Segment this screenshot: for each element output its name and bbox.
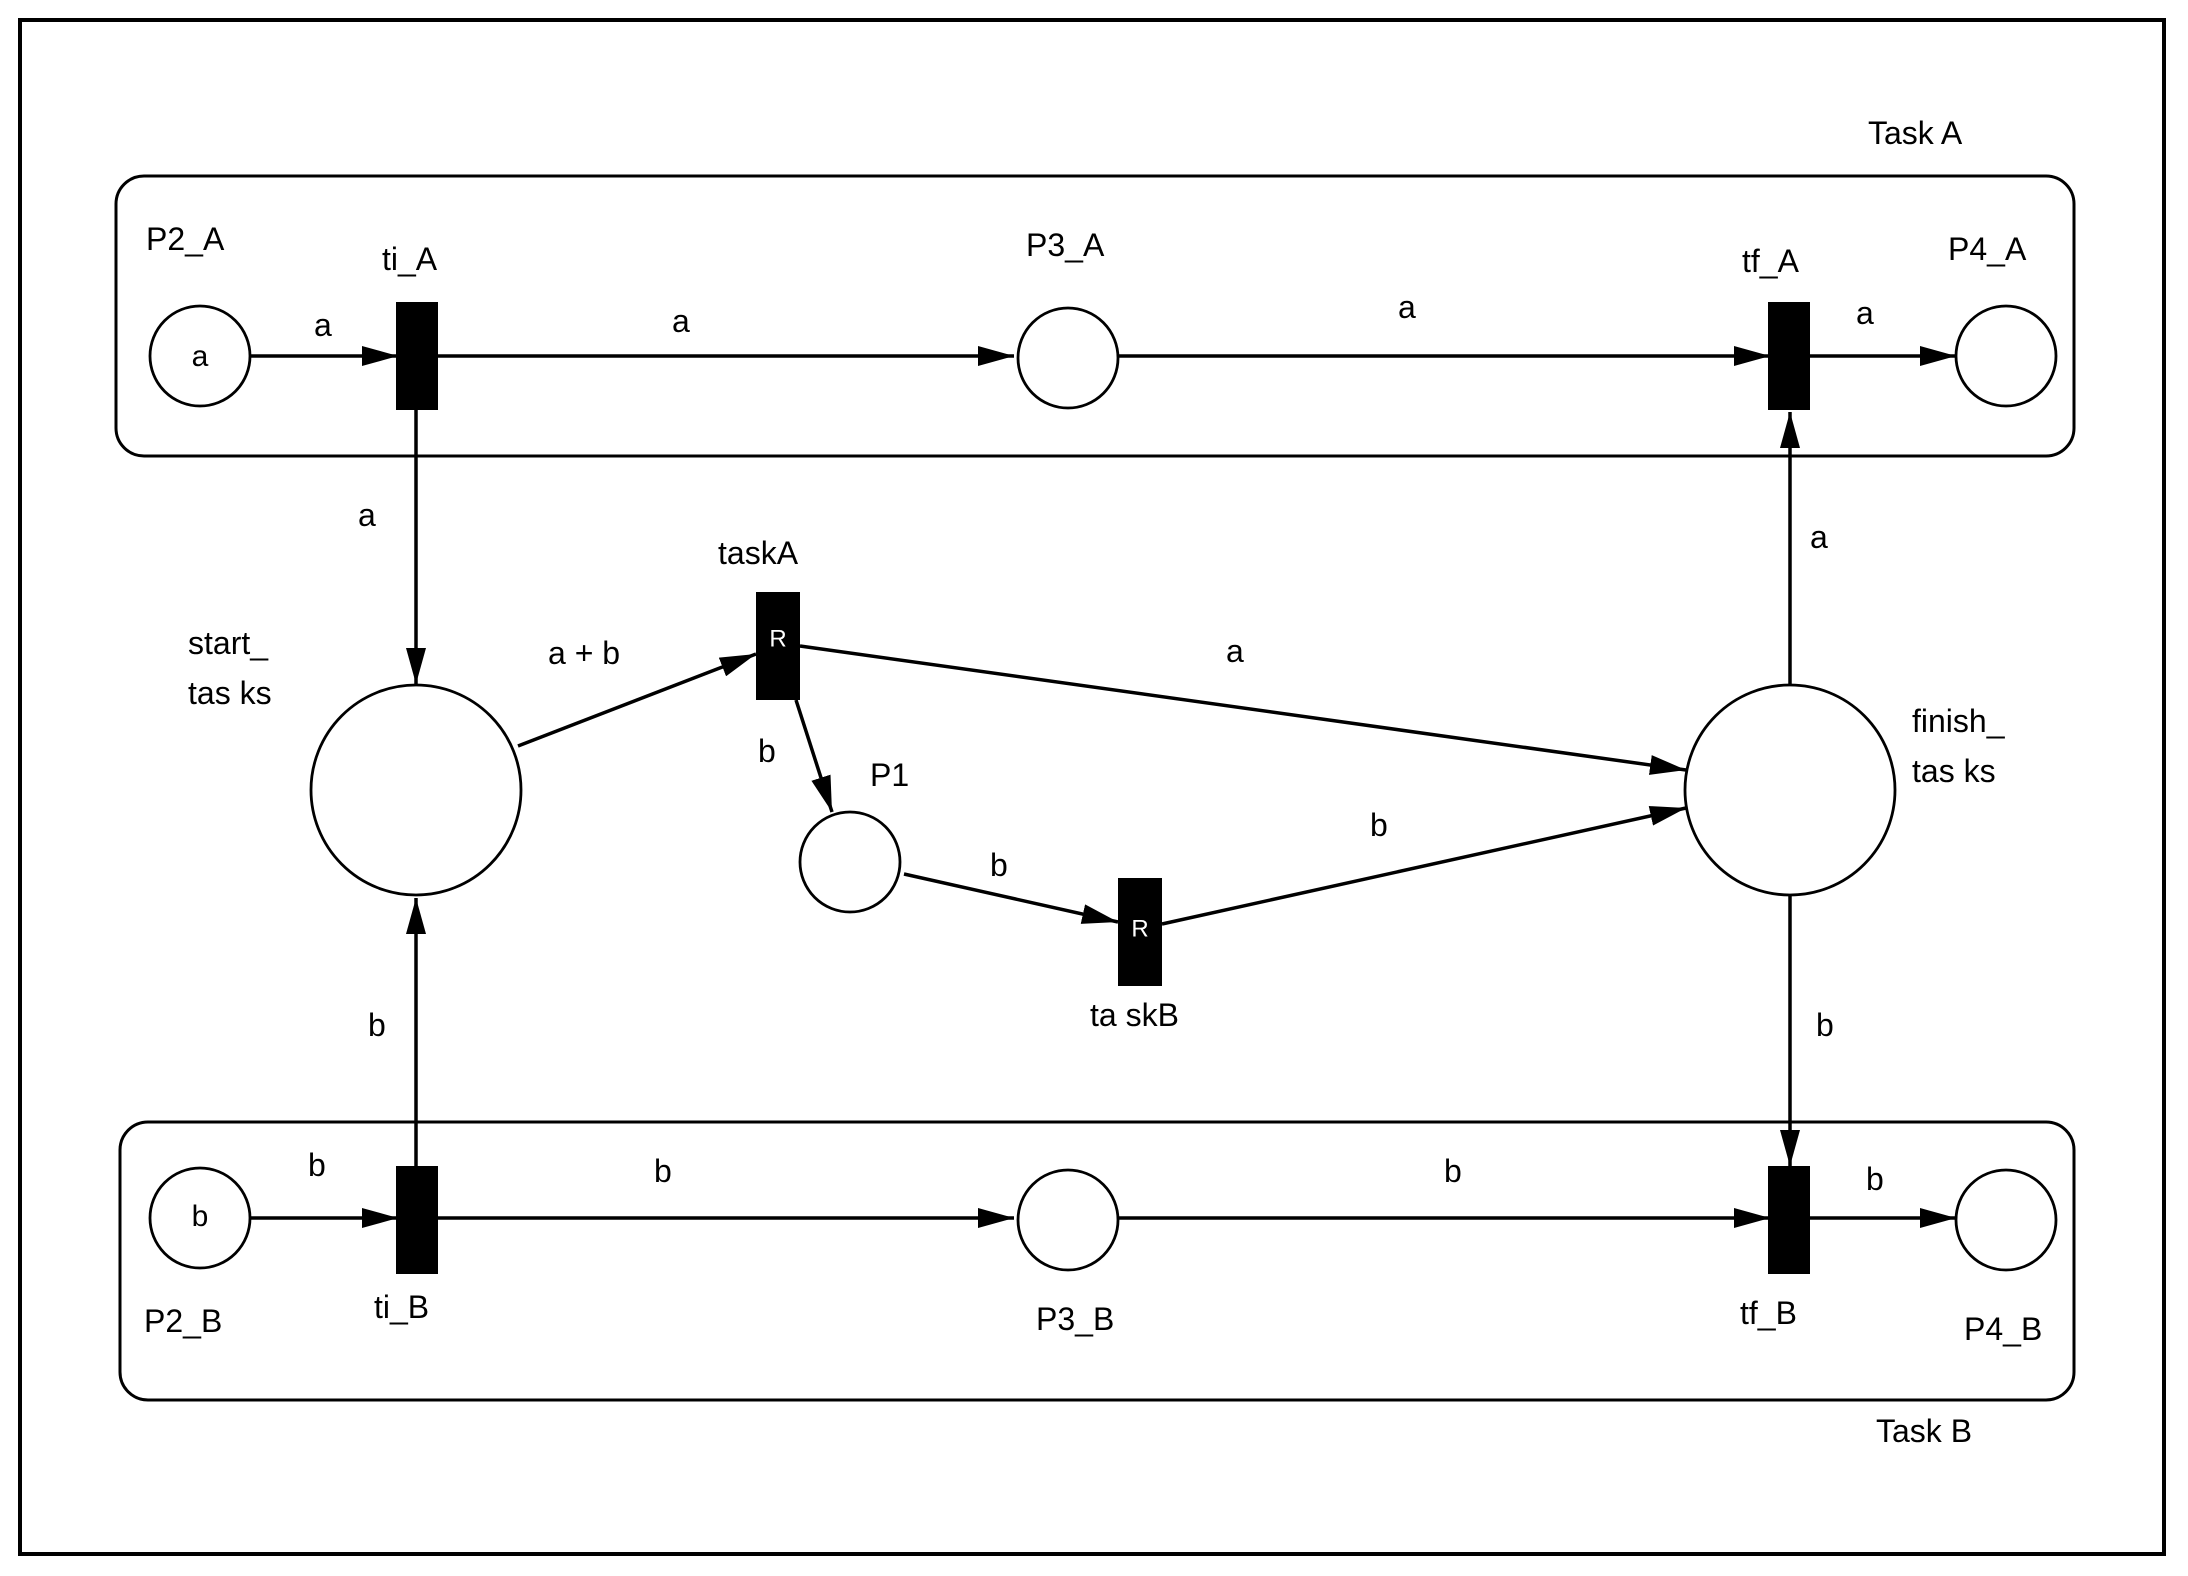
label-tf-b: tf_B <box>1740 1295 1797 1331</box>
inscription-tia-start: a <box>358 497 376 533</box>
place-p4-b <box>1954 1168 2058 1272</box>
place-start-tasks <box>309 683 523 897</box>
place-finish-tasks <box>1683 683 1897 897</box>
inscription-finish-tfa: a <box>1810 519 1828 555</box>
task-a-group-label: Task A <box>1868 115 1963 151</box>
task-b-group-label: Task B <box>1876 1413 1972 1449</box>
inscription-p3a-tfa: a <box>1398 289 1416 325</box>
label-ti-b: ti_B <box>374 1289 429 1325</box>
place-p3-a <box>1016 306 1120 410</box>
outer-frame <box>18 18 2166 1556</box>
inscription-taska-finish: a <box>1226 633 1244 669</box>
token-p2-b: b <box>192 1200 209 1233</box>
inscription-p2b-tib: b <box>308 1147 326 1183</box>
label-p1: P1 <box>870 757 909 793</box>
transition-ti-b <box>396 1166 438 1274</box>
label-p2-a: P2_A <box>146 221 225 257</box>
place-p4-a <box>1954 304 2058 408</box>
arc-start-taska <box>517 652 757 748</box>
label-start-tasks-line2: tas ks <box>188 675 272 711</box>
label-p2-b: P2_B <box>144 1303 222 1339</box>
place-p3-b <box>1016 1168 1120 1272</box>
task-b-group-box <box>118 1120 2076 1402</box>
label-tf-a: tf_A <box>1742 243 1800 279</box>
inscription-tfb-p4b: b <box>1866 1161 1884 1197</box>
inscription-taskb-finish: b <box>1370 807 1388 843</box>
inscription-finish-tfb: b <box>1816 1007 1834 1043</box>
label-start-tasks-line1: start_ <box>188 625 269 661</box>
label-p3-a: P3_A <box>1026 227 1105 263</box>
transition-taskb <box>1118 878 1162 986</box>
transition-taska <box>756 592 800 700</box>
inscription-taska-p1: b <box>758 733 776 769</box>
arc-p1-taskb <box>903 872 1119 924</box>
place-p1 <box>798 810 902 914</box>
arc-taska-p1 <box>794 699 834 813</box>
transition-tf-b <box>1768 1166 1810 1274</box>
place-p2-a <box>148 304 252 408</box>
label-p4-a: P4_A <box>1948 231 2027 267</box>
task-a-group-box <box>114 174 2076 458</box>
label-p4-b: P4_B <box>1964 1311 2042 1347</box>
label-taska: taskA <box>718 535 799 571</box>
label-finish-tasks-line2: tas ks <box>1912 753 1996 789</box>
inscription-tfa-p4a: a <box>1856 295 1874 331</box>
place-p2-b <box>148 1166 252 1270</box>
transition-ti-a <box>396 302 438 410</box>
inscription-tia-p3a: a <box>672 303 690 339</box>
inscription-p1-taskb: b <box>990 847 1008 883</box>
inscription-p2a-tia: a <box>314 307 332 343</box>
transition-tf-a <box>1768 302 1810 410</box>
token-p2-a: a <box>192 340 209 373</box>
arc-taska-finish <box>799 644 1687 775</box>
arc-taskb-finish <box>1161 806 1687 926</box>
inscription-p3b-tfb: b <box>1444 1153 1462 1189</box>
inscription-tib-p3b: b <box>654 1153 672 1189</box>
label-taskb: ta skB <box>1090 997 1179 1033</box>
inscription-tib-start: b <box>368 1007 386 1043</box>
label-ti-a: ti_A <box>382 241 438 277</box>
label-p3-b: P3_B <box>1036 1301 1114 1337</box>
inscription-start-taska: a + b <box>548 635 620 671</box>
label-finish-tasks-line1: finish_ <box>1912 703 2006 739</box>
taska-marker: R <box>769 625 786 652</box>
taskb-marker: R <box>1131 915 1148 942</box>
